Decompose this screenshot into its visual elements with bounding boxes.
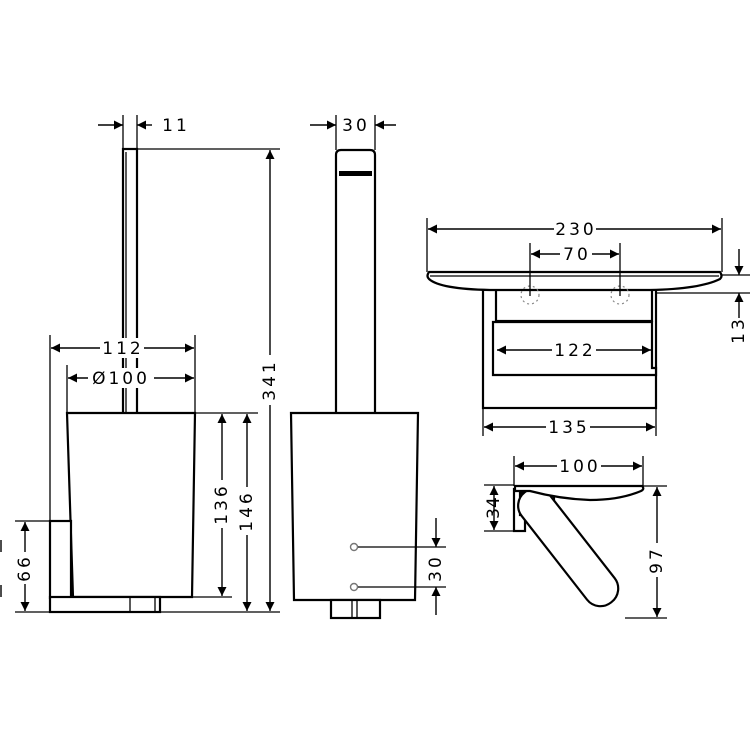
screw-hole-icon — [349, 582, 359, 592]
label-mask — [260, 355, 280, 405]
base-plate — [48, 595, 162, 614]
dim-label-30-top: 30 — [342, 116, 370, 136]
screw-hole-icon — [610, 285, 630, 305]
dim-label-136: 136 — [212, 483, 232, 524]
brush-front-dimensions: 30 30 — [310, 115, 446, 615]
dim-label-146: 146 — [237, 490, 257, 531]
paper-top-dimensions: 230 70 122 135 13 — [426, 218, 750, 438]
dim-label-70: 70 — [563, 245, 591, 265]
dim-label-341: 341 — [260, 359, 280, 400]
paper-holder-side-view — [512, 484, 645, 608]
wall-bracket — [48, 519, 73, 600]
dim-label-230: 230 — [555, 220, 596, 240]
screw-hole-icon — [349, 542, 359, 552]
label-mask — [552, 340, 596, 360]
handle-band — [339, 171, 372, 176]
shelf-side — [513, 484, 645, 502]
base-plate-front — [329, 598, 382, 620]
dim-label-112: 112 — [102, 339, 143, 359]
dim-label-66: 66 — [15, 554, 35, 582]
dim-label-97: 97 — [647, 546, 667, 574]
dim-label-135: 135 — [548, 418, 589, 438]
roll-arm-side — [517, 486, 620, 608]
label-mask — [546, 417, 590, 437]
paper-side-dimensions: 100 34 97 — [484, 456, 667, 619]
label-mask — [554, 219, 596, 239]
screw-hole-icon — [520, 285, 540, 305]
label-mask — [238, 487, 256, 535]
brush-handle-front — [334, 148, 377, 415]
brush-cup — [65, 411, 197, 599]
dim-label-30-holes: 30 — [426, 554, 446, 582]
dim-label-diameter-100: Ø100 — [92, 369, 150, 389]
label-mask — [88, 368, 154, 388]
brush-holder-front-view — [289, 148, 446, 620]
label-mask — [648, 543, 666, 577]
label-mask — [16, 552, 34, 584]
label-mask — [560, 244, 592, 264]
brush-cup-front — [289, 411, 420, 602]
dim-label-11: 11 — [162, 116, 190, 136]
dim-label-34: 34 — [484, 497, 504, 519]
holder-mount — [494, 287, 654, 323]
label-mask — [557, 456, 601, 476]
shelf — [426, 270, 723, 292]
label-mask — [213, 480, 231, 528]
dim-label-122: 122 — [554, 341, 595, 361]
brush-side-dimensions: 11 341 112 Ø100 136 146 66 — [0, 115, 280, 613]
label-mask — [100, 338, 144, 358]
dim-label-13: 13 — [729, 316, 749, 344]
dim-label-100: 100 — [559, 457, 600, 477]
